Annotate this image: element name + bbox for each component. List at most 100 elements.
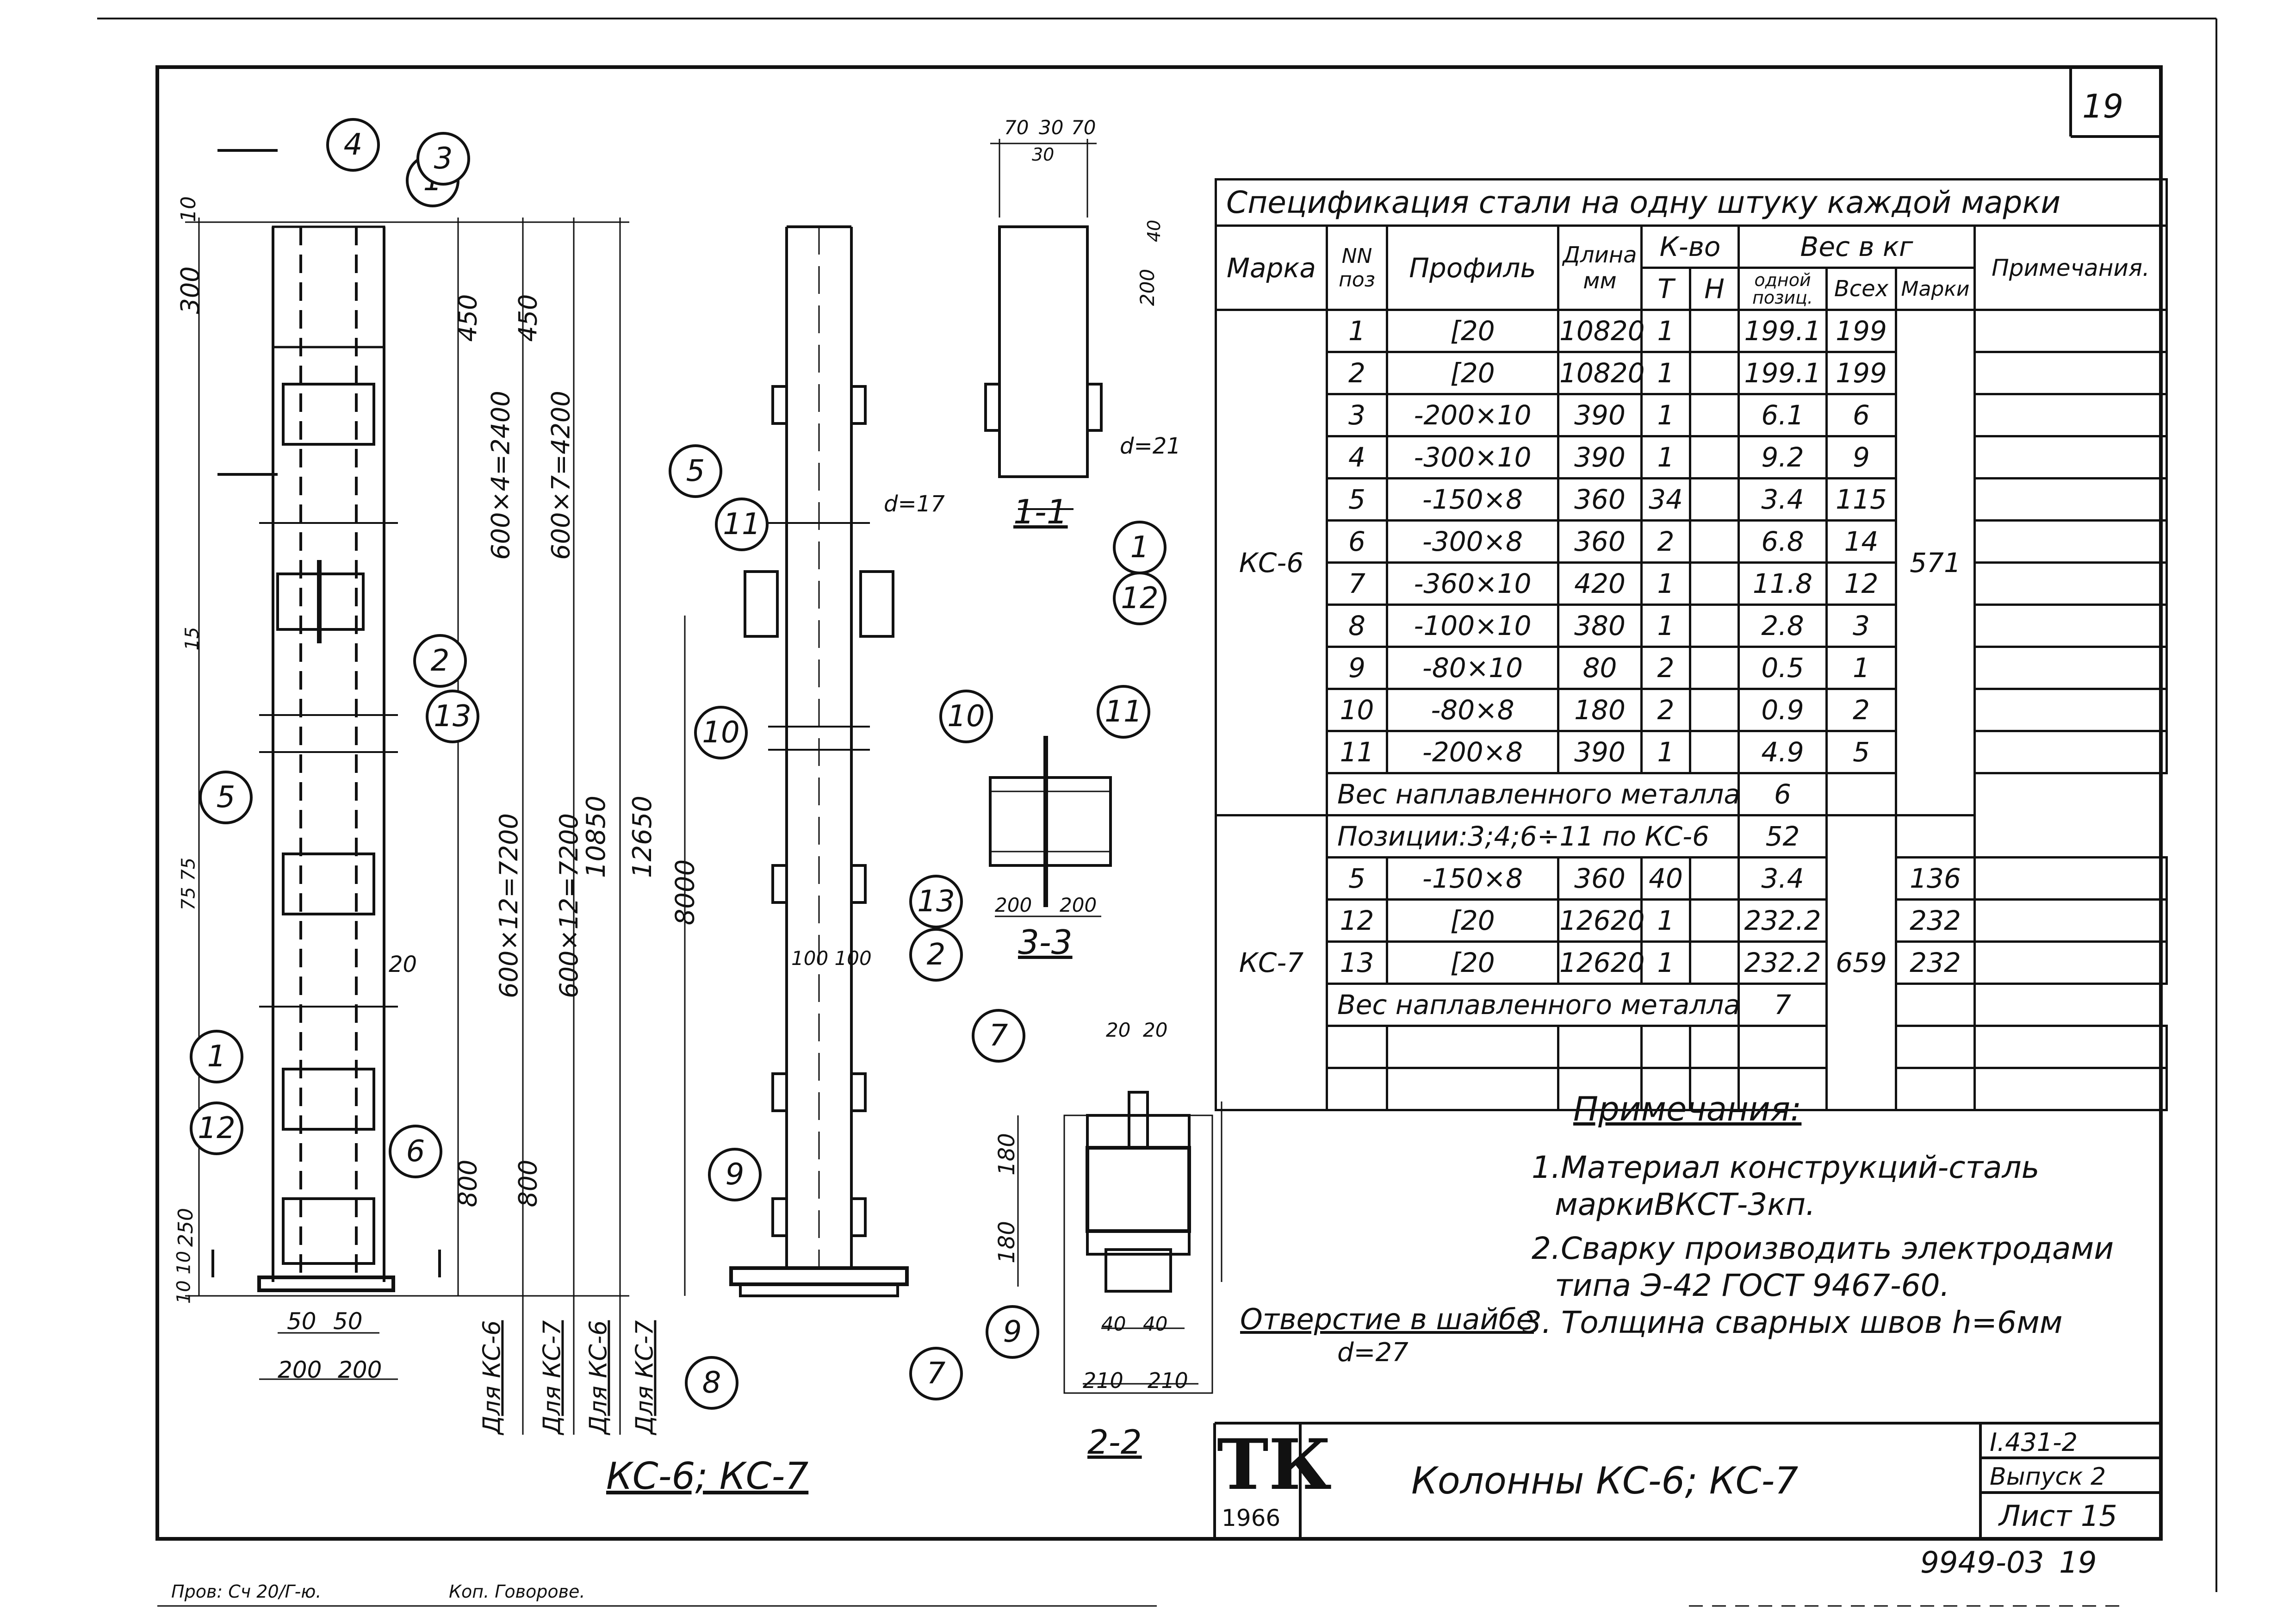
- cell-note: [1973, 856, 2168, 901]
- cell-t: 1: [1640, 351, 1691, 395]
- cell-w1: 6.1: [1738, 393, 1828, 437]
- cell-wall: 3: [1825, 604, 1897, 648]
- cell-w1: 0.5: [1738, 646, 1828, 690]
- balloon-5-b: 5: [669, 444, 722, 498]
- dim-100-100: 100 100: [791, 947, 872, 970]
- cell-w1: 199.1: [1738, 309, 1828, 353]
- cell-w1: 232.2: [1738, 940, 1828, 985]
- dim-22-40b: 40: [1143, 1313, 1168, 1335]
- note-2b: типа Э-42 ГОСТ 9467-60.: [1555, 1268, 1950, 1303]
- cell-length: 80: [1557, 646, 1643, 690]
- table-row: 9 -80×10 80 2 0.5 1: [1216, 646, 2168, 690]
- cell-t: 1: [1640, 730, 1691, 774]
- cell-t: 2: [1640, 519, 1691, 564]
- cell-n: [1689, 898, 1740, 943]
- balloon-6: 6: [389, 1125, 442, 1178]
- cell-length: 360: [1557, 477, 1643, 522]
- dim-33-200a: 200: [995, 894, 1032, 916]
- cell-t: 1: [1640, 435, 1691, 479]
- note-2a: 2.Сварку производить электродами: [1532, 1231, 2114, 1266]
- cell-n: [1689, 730, 1740, 774]
- cell-pos: 8: [1326, 604, 1388, 648]
- section-2-2: 2-2: [1087, 1423, 1142, 1462]
- dim-200-b: 200: [338, 1356, 382, 1383]
- cell-wall: 12: [1825, 561, 1897, 606]
- balloon-12: 12: [190, 1101, 243, 1155]
- hole-diameter: d=27: [1337, 1338, 1409, 1368]
- cell-length: 420: [1557, 561, 1643, 606]
- dim-22-210b: 210: [1148, 1368, 1188, 1393]
- cell-length: 10820: [1557, 309, 1645, 353]
- cell-profile: -300×10: [1386, 435, 1559, 479]
- table-row: [1216, 1025, 2168, 1069]
- hdr-profile: Профиль: [1386, 224, 1559, 311]
- cell-profile: [20: [1386, 898, 1559, 943]
- cell-w1: 2.8: [1738, 604, 1828, 648]
- notes-heading: Примечания:: [1573, 1089, 1802, 1128]
- dim-75-75: 75 75: [178, 857, 199, 911]
- cell-note: [1973, 435, 2168, 479]
- balloon-12-b: 12: [1113, 572, 1167, 625]
- cell-t: 2: [1640, 646, 1691, 690]
- dim-10850: 10850: [581, 795, 612, 878]
- table-row: 10 -80×8 180 2 0.9 2: [1216, 688, 2168, 732]
- cell-wall: 232: [1895, 940, 1976, 985]
- cell-w1: 9.2: [1738, 435, 1828, 479]
- cell-w1: 4.9: [1738, 730, 1828, 774]
- cell-note: [1973, 898, 2168, 943]
- cell-note: [1973, 393, 2168, 437]
- cell-w1: 232.2: [1738, 898, 1828, 943]
- sheet-label: Лист 15: [1999, 1499, 2117, 1533]
- cell-profile: -300×8: [1386, 519, 1559, 564]
- weld-label-ks6: Вес наплавленного металла: [1326, 772, 1740, 816]
- table-row: 5 -150×8 360 40 3.4 136: [1216, 856, 2168, 901]
- table-row: Вес наплавленного металла 7: [1216, 983, 2167, 1027]
- cell-wall: 199: [1825, 309, 1897, 353]
- table-row: 11 -200×8 390 1 4.9 5: [1216, 730, 2168, 774]
- cell-pos: 7: [1326, 561, 1388, 606]
- cell-t: 1: [1640, 393, 1691, 437]
- cell-t: 40: [1640, 856, 1691, 901]
- cell-pos: 2: [1326, 351, 1388, 395]
- cell-w1: 0.9: [1738, 688, 1828, 732]
- cell-profile: [20: [1386, 940, 1559, 985]
- cell-t: 1: [1640, 604, 1691, 648]
- drawing-title: Колонны КС-6; КС-7: [1411, 1459, 1799, 1502]
- balloon-11: 11: [715, 498, 769, 551]
- table-row: 12 [20 12620 1 232.2 232: [1216, 898, 2168, 943]
- archive-page: 19: [2059, 1546, 2097, 1580]
- cell-pos: 1: [1326, 309, 1388, 353]
- cell-note: [1973, 351, 2168, 395]
- balloon-7-b: 7: [909, 1347, 963, 1400]
- cell-profile: -80×8: [1386, 688, 1559, 732]
- balloon-9: 9: [708, 1148, 762, 1201]
- footer-checked: Пров: Сч 20/Г-ю.: [171, 1581, 322, 1602]
- cell-note: [1895, 814, 1976, 859]
- table-row: 5 -150×8 360 34 3.4 115: [1216, 477, 2168, 522]
- dim-50-b: 50: [333, 1308, 363, 1335]
- table-row: 8 -100×10 380 1 2.8 3: [1216, 604, 2168, 648]
- page-number: 19: [2082, 87, 2124, 125]
- cell-n: [1689, 561, 1740, 606]
- cell-profile: -150×8: [1386, 856, 1559, 901]
- cell-note: [1895, 983, 1976, 1027]
- cell-wall: 2: [1825, 688, 1897, 732]
- cell-t: 1: [1640, 898, 1691, 943]
- balloon-7: 7: [972, 1009, 1025, 1063]
- cell-pos: 13: [1326, 940, 1388, 985]
- hdr-w-all: Всех: [1825, 267, 1897, 311]
- cell-note: [1973, 561, 2168, 606]
- weld-value-ks6: 6: [1738, 772, 1828, 816]
- balloon-3: 3: [416, 132, 470, 186]
- cell-n: [1689, 393, 1740, 437]
- balloon-9-b: 9: [986, 1305, 1039, 1359]
- cell-n: [1689, 604, 1740, 648]
- balloon-11-b: 11: [1097, 685, 1150, 739]
- hole-d21: d=21: [1120, 433, 1181, 459]
- dim-10-10: 10 10: [173, 1251, 195, 1304]
- dim-15: 15: [181, 627, 203, 651]
- dim-33-200b: 200: [1060, 894, 1097, 916]
- cell-wall: 136: [1895, 856, 1976, 901]
- dim-7200-a: 600×12=7200: [494, 813, 523, 998]
- dim-22-20a: 20: [1106, 1019, 1131, 1041]
